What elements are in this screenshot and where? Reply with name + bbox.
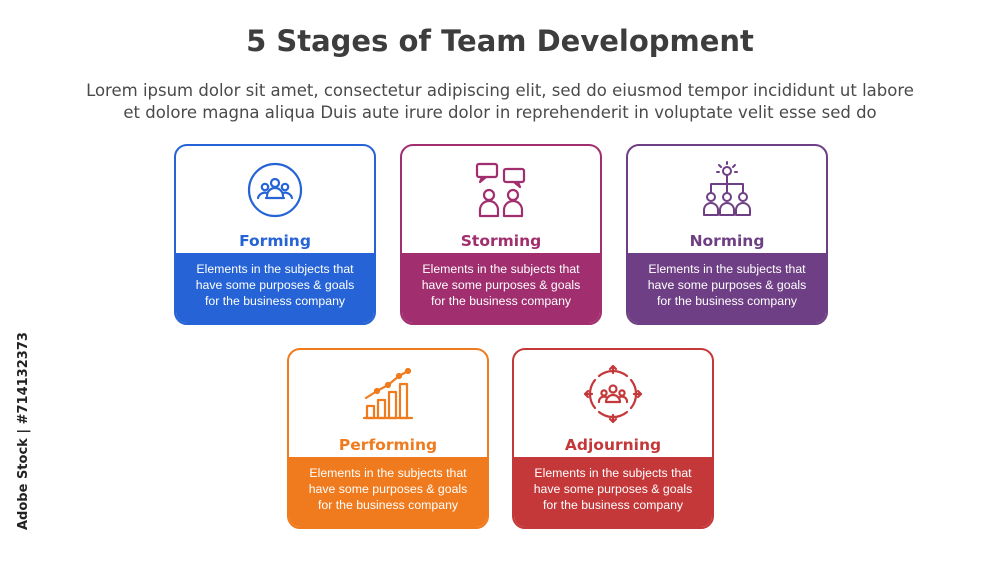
description-line: Elements in the subjects that: [422, 262, 580, 276]
stock-watermark-text: Adobe Stock | #714132373: [16, 332, 31, 530]
description-line: have some purposes & goals: [533, 482, 693, 496]
discussion-icon: [402, 160, 600, 220]
dispersal-icon: [514, 364, 712, 424]
growth-chart-icon: [289, 364, 487, 424]
description-line: have some purposes & goals: [308, 482, 468, 496]
stage-card-adjourning: Adjourning Elements in the subjects that…: [512, 348, 714, 529]
stage-label: Forming: [239, 232, 311, 250]
description-line: for the business company: [656, 294, 798, 308]
team-circle-icon: [176, 160, 374, 220]
description-line: for the business company: [430, 294, 572, 308]
stage-label: Norming: [689, 232, 765, 250]
stage-description: Elements in the subjects that have some …: [402, 253, 600, 323]
stage-label: Storming: [460, 232, 542, 250]
description-line: for the business company: [542, 498, 684, 512]
description-line: Elements in the subjects that: [648, 262, 806, 276]
description-line: for the business company: [204, 294, 346, 308]
stage-card-performing: Performing Elements in the subjects that…: [287, 348, 489, 529]
description-line: Elements in the subjects that: [309, 466, 467, 480]
stage-card-storming: Storming Elements in the subjects that h…: [400, 144, 602, 325]
stage-card-norming: Norming Elements in the subjects that ha…: [626, 144, 828, 325]
stage-description: Elements in the subjects that have some …: [176, 253, 374, 323]
subtitle-line-1: Lorem ipsum dolor sit amet, consectetur …: [86, 81, 914, 100]
stage-description: Elements in the subjects that have some …: [514, 457, 712, 527]
description-line: have some purposes & goals: [647, 278, 807, 292]
description-line: Elements in the subjects that: [196, 262, 354, 276]
stage-description: Elements in the subjects that have some …: [628, 253, 826, 323]
description-line: have some purposes & goals: [195, 278, 355, 292]
stage-label: Performing: [338, 436, 438, 454]
stage-label: Adjourning: [564, 436, 662, 454]
subtitle-line-2: et dolore magna aliqua Duis aute irure d…: [123, 103, 877, 122]
stage-card-forming: Forming Elements in the subjects that ha…: [174, 144, 376, 325]
hierarchy-icon: [628, 160, 826, 220]
description-line: have some purposes & goals: [421, 278, 581, 292]
description-line: for the business company: [317, 498, 459, 512]
page-subtitle: Lorem ipsum dolor sit amet, consectetur …: [40, 80, 960, 124]
page-title: 5 Stages of Team Development: [246, 24, 754, 58]
stock-watermark: Adobe Stock | #714132373: [14, 330, 34, 530]
description-line: Elements in the subjects that: [534, 466, 692, 480]
stage-description: Elements in the subjects that have some …: [289, 457, 487, 527]
